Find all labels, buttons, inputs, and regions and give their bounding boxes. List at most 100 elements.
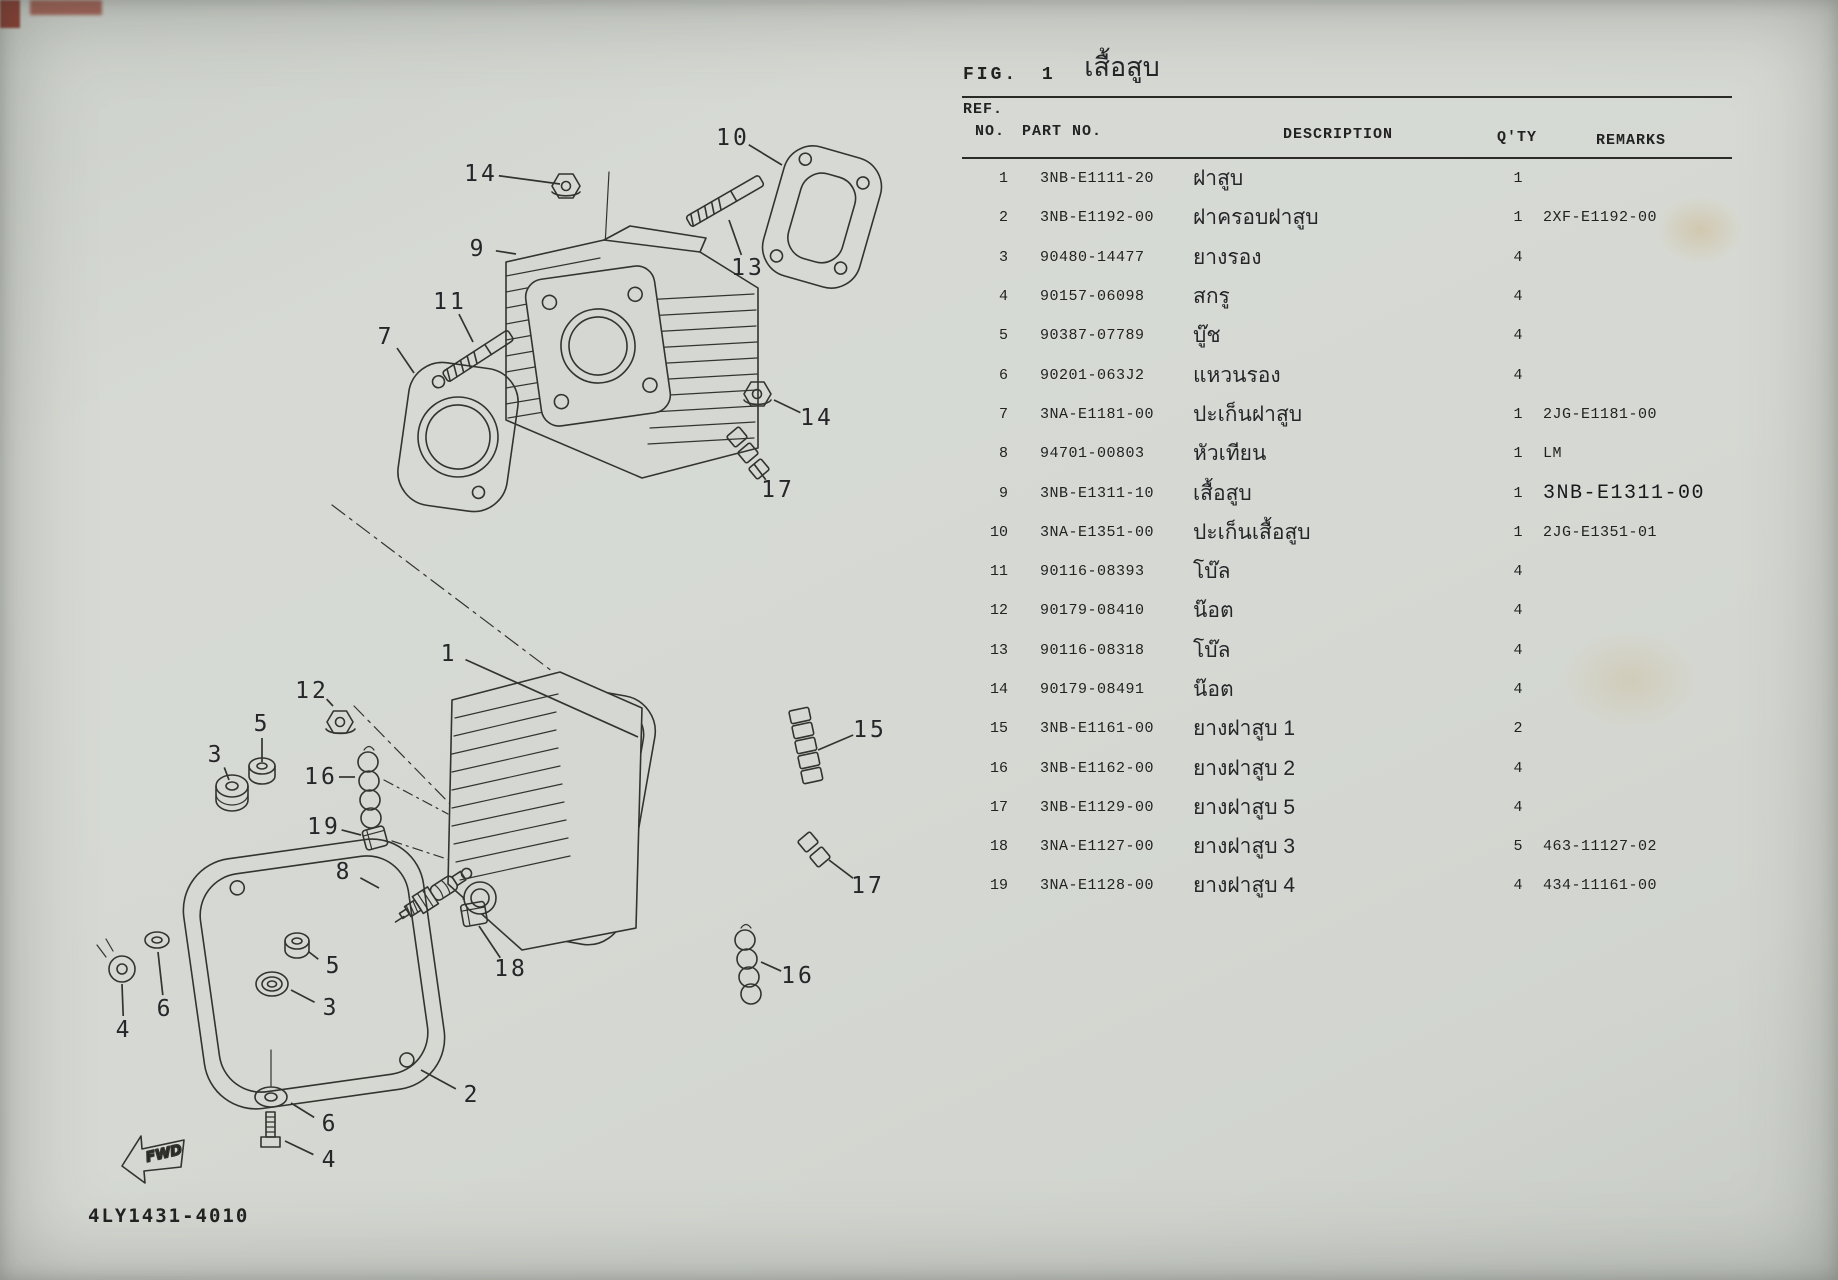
rubber-19-art [361,825,389,851]
part-no-cell: 3NA-E1351-00 [1040,523,1155,541]
callout-label: 1 [441,641,458,667]
description-cell: บู๊ช [1193,324,1221,348]
stud-bolt-13-art [685,175,765,227]
callout-label: 6 [157,996,174,1022]
table-row: 14 90179-08491 น๊อต 4 [962,670,1762,709]
drawing-number: 4LY1431-4010 [88,1205,249,1227]
part-no-cell: 3NA-E1128-00 [1040,877,1155,895]
part-no-cell: 90387-07789 [1040,327,1145,345]
qty-cell: 1 [1513,170,1523,188]
qty-cell: 1 [1513,523,1523,541]
callout-leader-line [341,829,362,836]
callout-label: 13 [731,255,765,281]
part-no-cell: 90116-08393 [1040,563,1145,581]
callout-leader-line [223,767,230,781]
cylinder-block-art [505,225,759,479]
callout-leader-line [760,961,782,972]
callout-label: 9 [470,236,487,262]
callout-leader-line [817,734,854,751]
qty-cell: 4 [1513,563,1523,581]
header-part-no: PART NO. [1022,123,1103,140]
ref-no-cell: 3 [998,248,1008,266]
rubber-18-art [459,900,489,928]
part-no-cell: 90179-08491 [1040,681,1145,698]
table-row: 19 3NA-E1128-00 ยางฝาสูบ 4 4 434-11161-0… [962,866,1762,905]
part-no-cell: 90116-08318 [1040,641,1145,659]
bush-5-lower-art [284,932,310,959]
callout-label: 5 [326,953,343,979]
table-row: 12 90179-08410 น๊อต 4 [962,591,1762,630]
description-cell: ยางฝาสูบ 4 [1193,874,1296,898]
part-no-cell: 90480-14477 [1040,248,1145,266]
qty-cell: 4 [1513,641,1523,659]
callout-label: 4 [322,1147,339,1173]
callout-label: 2 [464,1082,481,1108]
callout-leader-line [326,698,334,707]
table-row: 17 3NB-E1129-00 ยางฝาสูบ 5 4 [962,788,1762,827]
table-row: 7 3NA-E1181-00 ปะเก็นฝาสูบ 1 2JG-E1181-0… [962,395,1762,434]
ref-no-cell: 2 [998,209,1008,227]
callout-label: 10 [716,125,750,151]
part-no-cell: 90157-06098 [1040,288,1145,306]
callout-label: 5 [254,711,271,737]
header-ref-line2: NO. [975,123,1006,140]
header-remarks: REMARKS [1596,132,1667,149]
parts-table: 1 3NB-E1111-20 ฝาสูบ 1 2 3NB-E1192-00 ฝา… [962,159,1762,906]
callout-label: 4 [116,1017,133,1043]
description-cell: น๊อต [1193,599,1234,623]
callout-leader-line [420,1069,457,1090]
description-cell: น๊อต [1193,678,1234,701]
ref-no-cell: 19 [989,877,1008,895]
part-no-cell: 3NA-E1127-00 [1040,838,1155,856]
remarks-cell: 2JG-E1351-01 [1543,523,1658,541]
table-row: 18 3NA-E1127-00 ยางฝาสูบ 3 5 463-11127-0… [962,827,1762,866]
qty-cell: 4 [1513,877,1523,895]
table-row: 10 3NA-E1351-00 ปะเก็นเสื้อสูบ 1 2JG-E13… [962,513,1762,552]
description-cell: ปะเก็นเสื้อสูบ [1193,520,1311,544]
table-row: 3 90480-14477 ยางรอง 4 [962,238,1762,277]
description-cell: ยางฝาสูบ 3 [1193,835,1296,859]
qty-cell: 4 [1513,602,1523,620]
qty-cell: 1 [1513,209,1523,227]
callout-leader-line [773,399,801,414]
header-ref-line1: REF. [963,101,1004,118]
qty-cell: 1 [1513,445,1523,463]
part-no-cell: 3NB-E1129-00 [1040,798,1155,816]
rubber-16-upper-art [357,745,382,829]
head-cover-gasket-art [182,838,446,1110]
table-row: 8 94701-00803 หัวเทียน 1 LM [962,434,1762,473]
description-cell: สกรู [1193,285,1230,309]
remarks-cell: 434-11161-00 [1543,877,1658,895]
exploded-diagram: FWD 4LY1431-4010 10141391171417112531619… [88,125,884,1227]
stud-bolt-11-art [442,330,514,382]
description-cell: เสื้อสูบ [1193,481,1252,505]
ref-no-cell: 1 [998,170,1008,188]
callout-label: 16 [304,764,338,790]
table-row: 11 90116-08393 โบ๊ล 4 [962,552,1762,591]
callout-leader-line [498,174,561,185]
screw-4-bottom-art [260,1111,281,1148]
ref-no-cell: 11 [989,563,1008,581]
callout-leader-line [478,925,501,959]
ref-no-cell: 17 [989,798,1008,816]
ref-no-cell: 15 [989,720,1008,738]
callout-leader-line [396,347,415,374]
fig-number: 1 [1041,65,1053,85]
ref-no-cell: 7 [998,405,1008,423]
description-cell: โบ๊ล [1193,560,1231,584]
nut-14-right-art [743,381,772,407]
qty-cell: 4 [1513,366,1523,384]
callout-leader-line [121,983,125,1017]
callout-leader-line [290,1102,315,1119]
ref-no-cell: 9 [998,484,1008,502]
part-no-cell: 3NA-E1181-00 [1040,405,1155,423]
callout-leader-line [308,951,319,960]
part-no-cell: 3NB-E1111-20 [1040,170,1155,188]
callout-leader-line [828,859,854,879]
figure-title: FIG. 1 เสื้อสูบ [963,48,1160,91]
table-header-rule [962,157,1732,159]
remarks-cell: LM [1543,445,1563,463]
washer-6-left-art [144,931,170,949]
callout-leader-line [753,463,767,481]
